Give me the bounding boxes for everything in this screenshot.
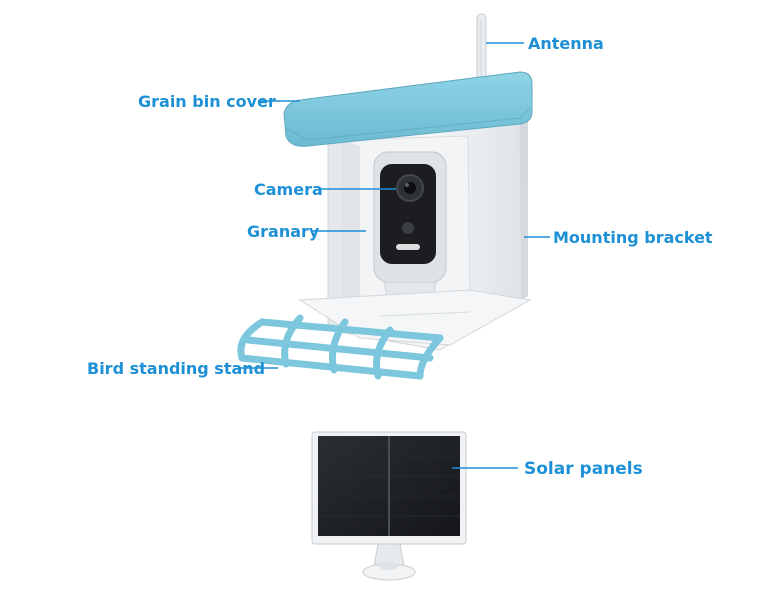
label-antenna: Antenna <box>528 34 604 53</box>
label-solar-panels: Solar panels <box>524 459 643 479</box>
label-bird-standing-stand: Bird standing stand <box>87 359 266 378</box>
label-mounting-bracket: Mounting bracket <box>553 228 713 247</box>
label-grain-bin-cover: Grain bin cover <box>138 92 276 111</box>
label-granary: Granary <box>247 222 320 241</box>
label-camera: Camera <box>254 180 323 199</box>
bird-standing-stand-part <box>237 314 444 380</box>
solar-panel-part <box>311 431 467 581</box>
camera-part <box>373 151 447 301</box>
leader-lines <box>238 42 550 469</box>
